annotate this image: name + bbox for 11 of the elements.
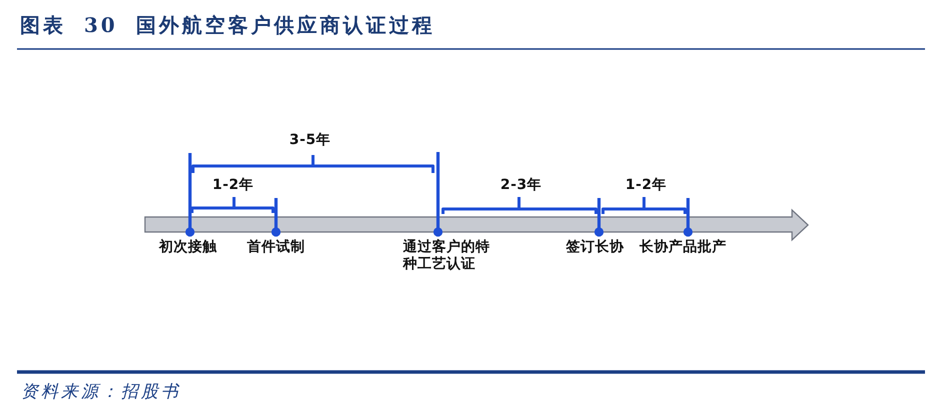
milestone-label: 首件试制 (247, 238, 305, 256)
duration-label: 1-2年 (212, 176, 254, 194)
milestone-label: 长协产品批产 (640, 238, 726, 256)
duration-label: 3-5年 (289, 132, 331, 148)
title: 图表 30 国外航空客户供应商认证过程 (20, 12, 435, 38)
duration-label: 2-3年 (500, 176, 542, 194)
source-note: 资料来源：招股书 (21, 381, 181, 403)
milestone-label: 签订长协 (566, 238, 624, 256)
milestone-label: 初次接触 (159, 238, 217, 256)
milestone-label: 通过客户的特种工艺认证 (403, 238, 491, 272)
duration-label: 1-2年 (625, 176, 667, 194)
